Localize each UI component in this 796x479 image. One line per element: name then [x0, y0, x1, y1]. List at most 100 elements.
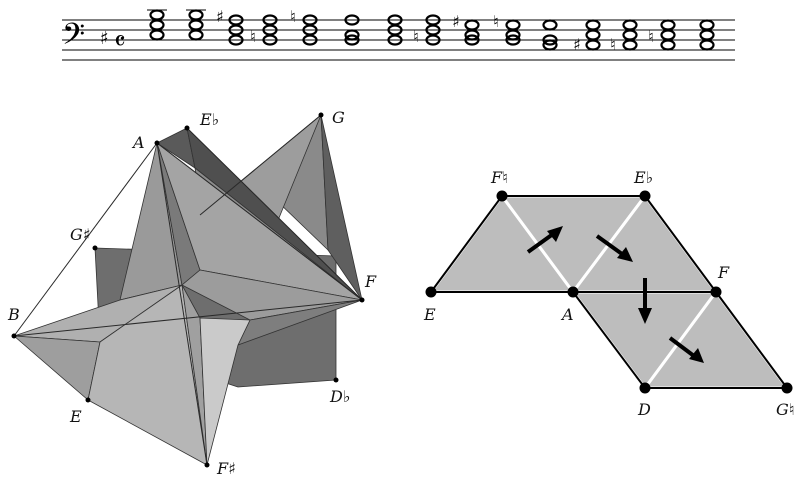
notehead [699, 19, 715, 31]
vertex-dot [333, 377, 339, 383]
accidental-icon: ♮ [493, 12, 499, 31]
accidental-icon: ♯ [452, 12, 460, 31]
notehead [149, 19, 165, 31]
chord: ♮ [493, 12, 521, 46]
notehead [387, 34, 403, 46]
vertex-label-e: E [69, 407, 82, 426]
arrow [526, 232, 555, 254]
polyhedron-face [13, 335, 101, 401]
chord: ♯ [452, 12, 480, 46]
notehead [660, 19, 676, 31]
common-time-icon: 𝄴 [114, 27, 126, 57]
lattice-node [425, 286, 437, 298]
notehead [228, 34, 244, 46]
arrow-head [547, 226, 563, 242]
bass-clef-icon: 𝄢 [62, 18, 85, 59]
node-label-d: D [637, 400, 651, 419]
vertex-label-e-flat: E♭ [199, 110, 219, 129]
notehead [149, 9, 165, 21]
node-label-e: E [423, 305, 436, 324]
polyhedron-edge [156, 142, 363, 301]
chord: ♯ [216, 7, 244, 46]
notehead [344, 29, 360, 41]
vertex-dot [11, 333, 17, 339]
notehead [660, 29, 676, 41]
vertex-label-a: A [131, 133, 145, 152]
accidental-icon: ♮ [648, 27, 654, 46]
notehead [699, 29, 715, 41]
vertex-dot [85, 397, 91, 403]
notehead [622, 29, 638, 41]
lattice-node [710, 286, 722, 298]
polyhedron-edge [13, 299, 363, 337]
chord: ♯ [573, 19, 601, 54]
arrow-head [617, 247, 633, 262]
polyhedron-edge [199, 114, 322, 216]
notehead [464, 29, 480, 41]
accidental-icon: ♮ [413, 27, 419, 46]
arrow-head [689, 348, 704, 363]
chord-sequence: ♯ ♮ ♮ ♮ ♯ ♮ ♯ ♮ ♮ [147, 7, 715, 54]
vertex-label-d-flat: D♭ [329, 387, 350, 406]
key-signature-sharp: ♯ [100, 28, 109, 49]
notehead [262, 34, 278, 46]
chord: ♮ [648, 19, 676, 51]
arrow-head [638, 308, 652, 324]
notehead [585, 19, 601, 31]
polyhedron-edge [156, 142, 208, 466]
chord [186, 9, 206, 41]
accidental-icon: ♮ [610, 35, 616, 54]
vertex-label-g-sharp: G♯ [70, 225, 91, 244]
accidental-icon: ♮ [250, 27, 256, 46]
node-label-a: A [560, 305, 574, 324]
notehead [660, 39, 676, 51]
vertex-dot [184, 125, 190, 131]
vertex-dot [359, 297, 365, 303]
notehead [149, 29, 165, 41]
polyhedron-edge [186, 127, 363, 301]
notehead [542, 19, 558, 31]
chord: ♮ [610, 19, 638, 54]
node-label-e-flat: E♭ [633, 168, 653, 187]
lattice-node [639, 382, 651, 394]
vertex-label-g: G [332, 108, 345, 127]
accidental-icon: ♮ [290, 7, 296, 26]
chord: ♮ [413, 14, 441, 46]
arrow [595, 234, 624, 256]
node-label-g-natural: G♮ [776, 400, 795, 419]
notehead [542, 34, 558, 46]
notehead [302, 34, 318, 46]
arrow [668, 336, 696, 358]
chord [147, 9, 167, 41]
polyhedron-star [11, 112, 365, 468]
vertex-label-f-sharp: F♯ [216, 459, 236, 478]
lattice-node [567, 286, 579, 298]
accidental-icon: ♯ [216, 7, 224, 26]
notehead [622, 39, 638, 51]
notehead [344, 14, 360, 26]
notehead [585, 39, 601, 51]
notehead [505, 19, 521, 31]
notehead [425, 34, 441, 46]
notehead [344, 34, 360, 46]
accidental-icon: ♯ [573, 35, 581, 54]
notehead [505, 29, 521, 41]
notehead [699, 39, 715, 51]
vertex-dot [318, 112, 324, 118]
polyhedron-face [199, 317, 251, 466]
notehead [542, 39, 558, 51]
notehead [622, 19, 638, 31]
tonnetz-lattice [425, 190, 793, 394]
notehead [585, 29, 601, 41]
chord [344, 14, 360, 46]
vertex-dot [154, 140, 160, 146]
chord: ♮ [250, 14, 278, 46]
polyhedron-edge [13, 142, 158, 337]
vertex-dot [204, 462, 210, 468]
notehead [505, 34, 521, 46]
node-label-f: F [717, 263, 730, 282]
lattice-node [496, 190, 508, 202]
notehead [188, 9, 204, 21]
vertex-label-b: B [7, 305, 20, 324]
